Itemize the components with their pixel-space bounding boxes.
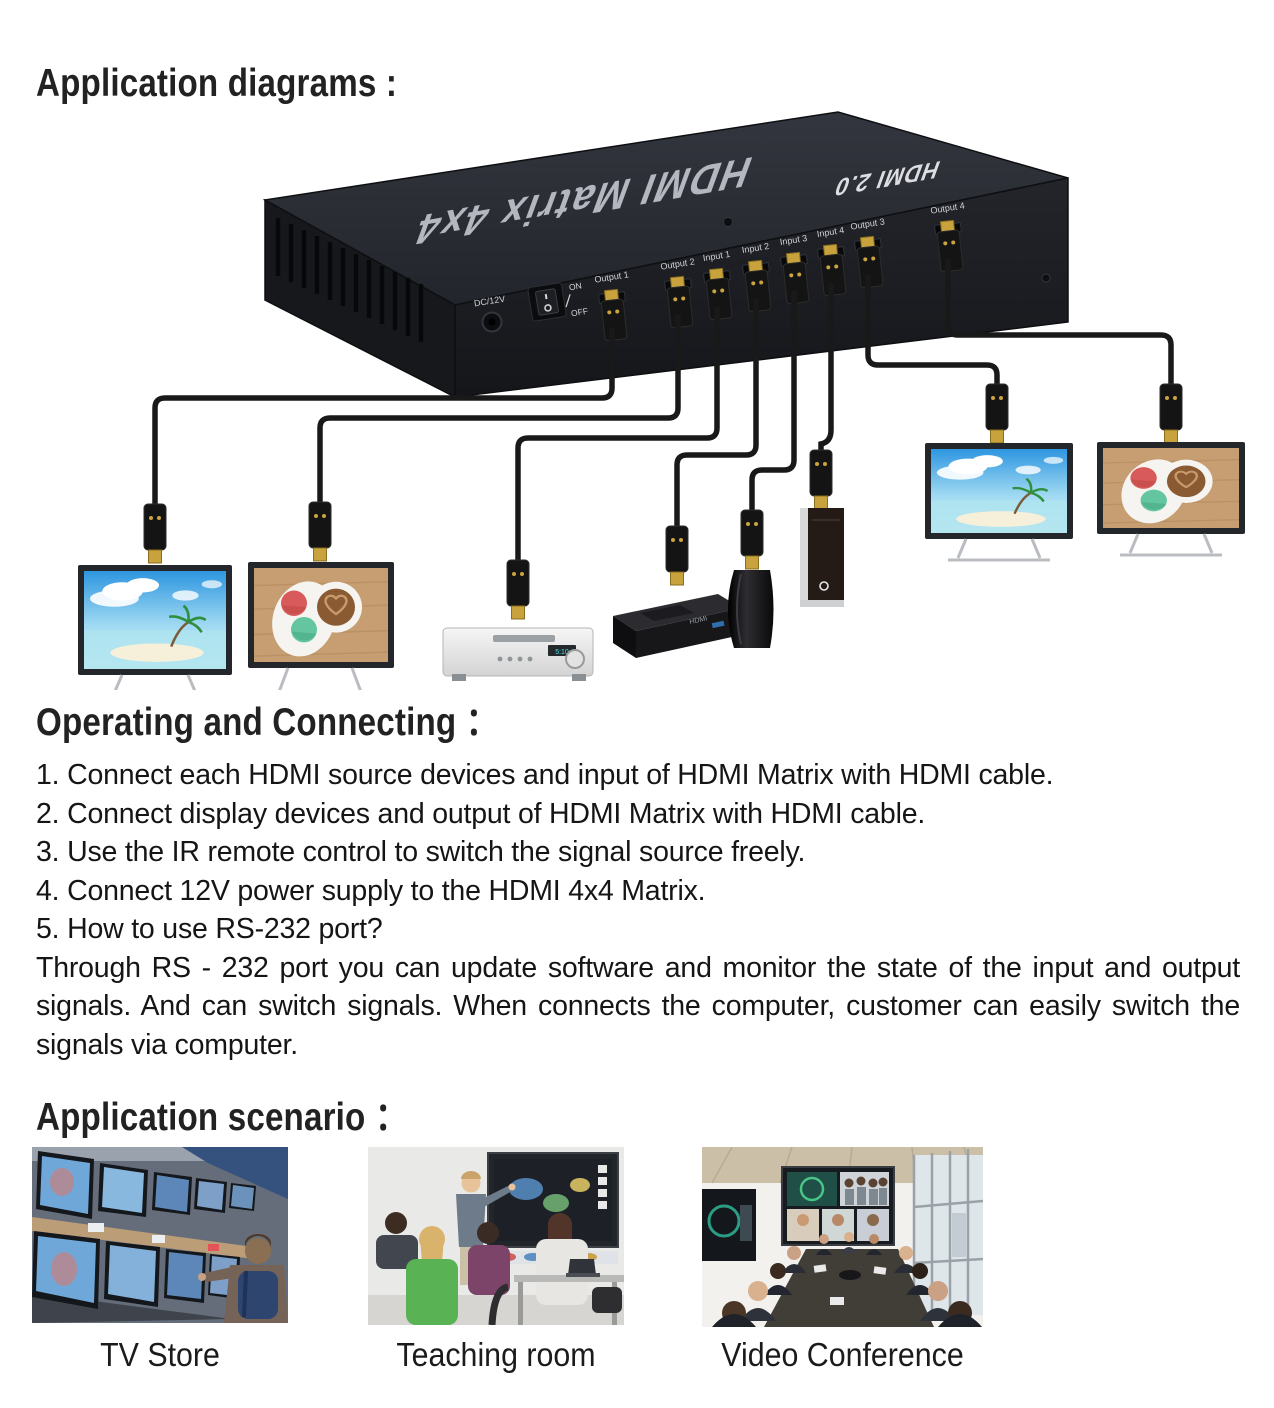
port-label: Input 4 (816, 225, 845, 239)
caption-video-conference: Video Conference (721, 1336, 964, 1373)
heading-application-diagrams: Application diagrams : (36, 62, 398, 105)
set-top-box: HDMI (613, 594, 741, 658)
dc-label: DC/12V (473, 294, 506, 309)
hdmi-connector (665, 525, 689, 586)
tv-coffee-left (248, 562, 394, 690)
video-conference-photo (702, 1147, 983, 1327)
switch-on-label: ON (568, 280, 582, 292)
caption-tv-store: TV Store (100, 1336, 220, 1373)
cable-input-1 (515, 306, 720, 563)
step-4: 4. Connect 12V power supply to the HDMI … (36, 874, 706, 907)
hdmi-connector (143, 503, 167, 564)
cable-input-3 (749, 290, 797, 513)
hdmi-connector (985, 383, 1009, 444)
game-console (728, 570, 774, 648)
operating-instructions: 1. Connect each HDMI source devices and … (36, 756, 1240, 1064)
dvd-display: 5:10 (555, 649, 569, 656)
port-input-4[interactable]: Input 4 (816, 225, 847, 297)
cable-output-4 (945, 258, 1174, 387)
rs232-paragraph: Through RS - 232 port you can update sof… (36, 951, 1240, 1061)
caption-teaching-room: Teaching room (396, 1336, 596, 1373)
screw-hole (723, 217, 733, 227)
tv-coffee-right (1097, 442, 1245, 557)
switch-off-label: OFF (570, 306, 588, 319)
tv-wall-upper (36, 1151, 256, 1219)
cable-input-2 (674, 298, 759, 529)
cable-output-1 (152, 327, 615, 507)
hdmi-connector (1159, 383, 1183, 444)
laptop-icon (568, 1259, 596, 1275)
cable-input-4 (818, 282, 834, 453)
desks (488, 1259, 624, 1325)
port-label: Input 3 (779, 233, 808, 247)
conference-table (764, 1249, 934, 1327)
shopper-figure (198, 1234, 288, 1323)
windows (912, 1149, 983, 1323)
application-diagram: HDMI Matrix 4x4 HDMI 2.0 DC/12V ON OFF O… (78, 111, 1245, 690)
hdmi-connector (506, 559, 530, 620)
hdmi-connector (308, 501, 332, 562)
hdmi-cables (152, 258, 1174, 563)
video-wall (781, 1166, 895, 1246)
hdmi-connector (809, 449, 833, 510)
port-input-3[interactable]: Input 3 (779, 233, 810, 305)
pc-tower (800, 508, 844, 607)
hdmi-connector (740, 509, 764, 570)
tv-beach-left (78, 565, 232, 690)
students (376, 1212, 588, 1325)
side-display (702, 1189, 756, 1261)
dvd-player: 5:10 (442, 627, 594, 681)
cable-output-2 (317, 314, 681, 505)
step-3: 3. Use the IR remote control to switch t… (36, 836, 806, 868)
step-2: 2. Connect display devices and output of… (36, 797, 926, 830)
heading-application-scenario: Application scenario ： (36, 1096, 409, 1139)
dc-power-jack: DC/12V (473, 294, 506, 333)
port-input-2[interactable]: Input 2 (741, 241, 772, 313)
heading-operating-connecting: Operating and Connecting ： (36, 701, 500, 744)
screw-hole (1041, 273, 1051, 283)
stb-hdmi-mark: HDMI (689, 615, 708, 626)
vent-slots (275, 218, 424, 342)
power-switch[interactable]: ON OFF (527, 279, 589, 324)
port-label: Input 1 (702, 249, 731, 263)
step-5: 5. How to use RS-232 port? (36, 913, 383, 945)
port-row: Output 1 Output 2 Input 1 Input 2 Input (594, 200, 965, 342)
step-1: 1. Connect each HDMI source devices and … (36, 759, 1054, 791)
teaching-room-photo (368, 1147, 624, 1325)
cable-output-3 (865, 274, 1000, 387)
tv-beach-right (925, 443, 1073, 562)
hdmi-matrix-device: HDMI Matrix 4x4 HDMI 2.0 DC/12V ON OFF O… (262, 111, 1069, 399)
port-label: Input 2 (741, 241, 770, 255)
tv-store-photo (32, 1147, 288, 1323)
port-input-1[interactable]: Input 1 (702, 249, 733, 321)
tv-wall-lower (32, 1223, 240, 1309)
attendees (712, 1232, 982, 1327)
speakerphone-icon (839, 1270, 861, 1280)
